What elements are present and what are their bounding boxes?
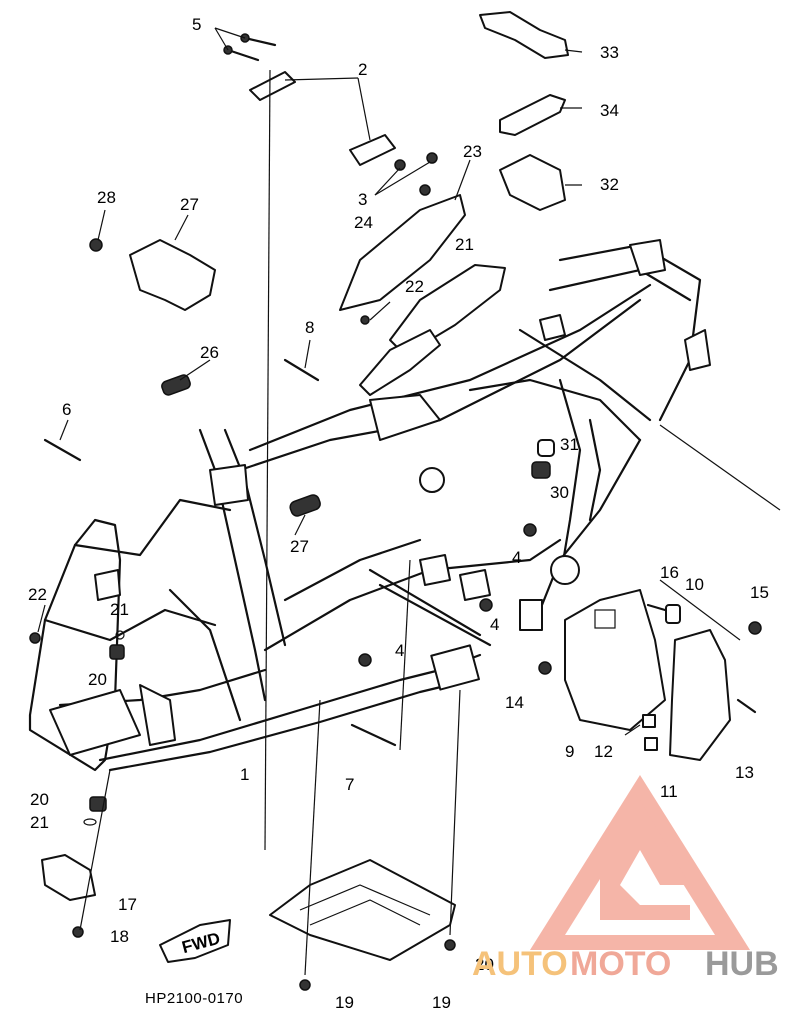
callout-34: 34 <box>600 101 619 120</box>
part-3-nut-b <box>426 152 438 164</box>
callout-17: 18 <box>110 927 129 946</box>
callout-26: 24 <box>354 213 373 232</box>
part-9-battery-box <box>564 589 666 731</box>
callout-1: 1 <box>240 765 249 784</box>
callout-labels: 5 2 3 24 23 33 34 32 28 27 21 22 8 26 6 … <box>28 15 769 1012</box>
part-18-skid-plate <box>269 859 456 961</box>
part-10-clip <box>665 604 681 624</box>
watermark-word-auto: AUTO <box>472 945 568 983</box>
part-14-nut-a <box>538 661 552 675</box>
part-2-bracket-upper <box>249 71 296 101</box>
callout-24: 22 <box>405 277 424 296</box>
part-15-bolt <box>646 603 667 612</box>
part-6-bolt <box>43 438 82 462</box>
part-21-washer-upper <box>115 630 125 640</box>
callout-22: 22 <box>28 585 47 604</box>
callout-2: 2 <box>358 60 367 79</box>
part-28-bracket <box>129 239 216 311</box>
callout-8: 8 <box>305 318 314 337</box>
callout-20-lower: 20 <box>30 790 49 809</box>
part-13-bolt <box>736 698 757 714</box>
part-32-pad <box>499 154 566 211</box>
part-24-plate <box>359 329 441 396</box>
callout-4-b: 4 <box>490 615 499 634</box>
part-7-bolt <box>350 723 397 747</box>
watermark-word-moto: MOTO <box>570 945 671 983</box>
callout-12: 12 <box>594 742 613 761</box>
callout-13: 13 <box>735 763 754 782</box>
callout-32: 32 <box>600 175 619 194</box>
part-30-damper <box>531 461 551 479</box>
callout-16: 17 <box>118 895 137 914</box>
callout-18: 19 <box>432 993 451 1012</box>
part-19-bolt-b <box>444 939 456 951</box>
part-3-nut-a <box>394 159 406 171</box>
callout-3: 3 <box>358 190 367 209</box>
part-12-pad-b <box>644 737 658 751</box>
callout-31: 31 <box>560 435 579 454</box>
part-16-bracket <box>41 854 96 901</box>
callout-28: 27 <box>180 195 199 214</box>
part-4-nut-b <box>479 598 493 612</box>
part-19-bolt-a <box>299 979 311 991</box>
part-4-nut-a <box>523 523 537 537</box>
callout-14-left: 14 <box>505 693 524 712</box>
callout-27-upper: 26 <box>200 343 219 362</box>
callout-9: 9 <box>565 742 574 761</box>
drawing-code: HP2100-0170 <box>145 990 243 1007</box>
part-25-plate <box>339 194 466 311</box>
part-27-grommet-lower <box>289 494 321 517</box>
part-24-bolt <box>360 315 370 325</box>
callout-11: 11 <box>660 782 678 801</box>
callout-25: 23 <box>463 142 482 161</box>
part-20-bush-lower <box>89 796 107 812</box>
part-2-bracket-lower <box>349 134 396 166</box>
part-8-bolt <box>283 358 320 382</box>
callout-4-a: 4 <box>512 548 521 567</box>
callout-21-lower: 21 <box>30 813 49 832</box>
callout-15: 16 <box>660 563 679 582</box>
callout-5: 5 <box>192 15 201 34</box>
callout-20-upper: 20 <box>88 670 107 689</box>
part-29-bolt <box>89 238 103 252</box>
fwd-arrow: FWD <box>159 919 231 963</box>
callout-30: 30 <box>550 483 569 502</box>
part-12-pad-a <box>642 714 656 728</box>
callout-29: 28 <box>97 188 116 207</box>
part-31-damper <box>537 439 555 457</box>
part-17-bolt <box>72 926 84 938</box>
part-11-cover <box>669 629 731 761</box>
callout-33: 33 <box>600 43 619 62</box>
watermark-logo <box>530 775 750 950</box>
part-4-nut-c <box>358 653 372 667</box>
callout-4-c: 4 <box>395 641 404 660</box>
part-21-washer-lower <box>83 818 97 826</box>
callout-19-b: 20 <box>475 955 494 974</box>
part-14-nut-b <box>748 621 762 635</box>
watermark-word-hub: HUB <box>705 945 779 983</box>
callout-21-upper: 21 <box>110 600 129 619</box>
part-5-bolts <box>223 33 277 62</box>
callout-7: 7 <box>345 775 354 794</box>
leader-lines <box>37 27 781 976</box>
callout-23: 21 <box>455 235 474 254</box>
part-27-grommet-upper <box>161 374 191 396</box>
part-22-bolt <box>29 632 41 644</box>
watermark-text: AUTO MOTO HUB <box>472 945 779 983</box>
callout-19-a: 19 <box>335 993 354 1012</box>
part-26-bolt <box>419 184 431 196</box>
callout-27-lower: 27 <box>290 537 309 556</box>
callout-10: 10 <box>685 575 704 594</box>
callout-14-right: 15 <box>750 583 769 602</box>
main-frame <box>28 239 711 772</box>
part-33-tray <box>479 11 569 59</box>
callout-6: 6 <box>62 400 71 419</box>
part-20-bush-upper <box>109 644 125 660</box>
part-34-strap <box>499 94 566 136</box>
